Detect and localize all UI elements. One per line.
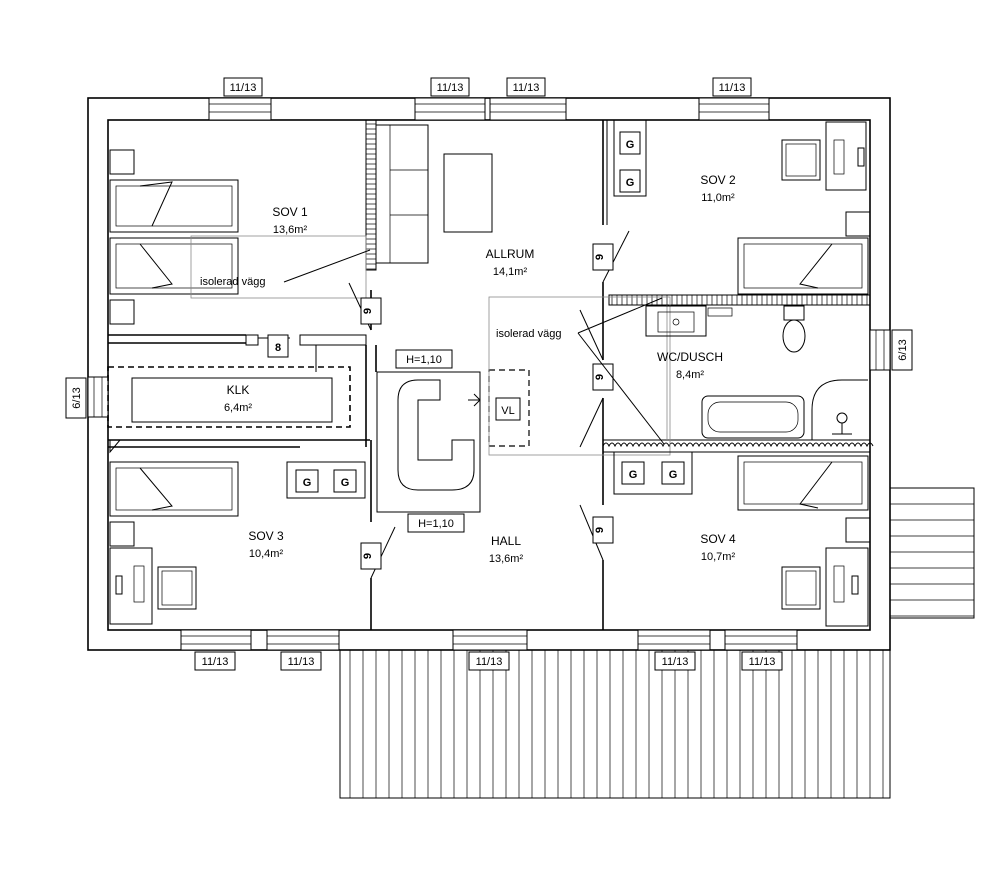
door-tag: 9 (592, 363, 614, 391)
room-area: 13,6m² (489, 553, 524, 565)
closet-tag: G (669, 469, 678, 481)
room-name: KLK (227, 383, 250, 397)
stair-height-bottom: H=1,10 (407, 513, 465, 533)
window-left: 6/13 (65, 376, 109, 419)
window-label: 11/13 (437, 82, 464, 94)
interior-walls (108, 119, 874, 630)
room-name: WC/DUSCH (657, 350, 723, 364)
closet-tag: G (341, 477, 350, 489)
closet-sov2: G G (613, 119, 647, 197)
insulated-wall-guide (190, 235, 367, 299)
toilet (782, 305, 806, 353)
bed-sov3 (109, 461, 239, 517)
room-area: 13,6m² (273, 224, 308, 236)
door-tag: 9 (360, 542, 382, 570)
svg-text:VL: VL (501, 405, 514, 417)
nightstand (109, 521, 135, 547)
svg-text:H=1,10: H=1,10 (418, 518, 454, 530)
window-label: 11/13 (662, 656, 689, 668)
window-bottom-1: 11/13 (180, 629, 252, 671)
closet-sov4: G G (613, 451, 693, 495)
entrance-steps (889, 487, 975, 619)
room-name: SOV 4 (700, 532, 736, 546)
bed-sov1-lower (109, 237, 239, 295)
room-name: HALL (491, 534, 521, 548)
wardrobe-tag: 8 (275, 342, 281, 354)
staircase (397, 379, 481, 491)
window-top-2: 11/13 (414, 77, 486, 121)
desk-sov4 (825, 547, 869, 627)
room-area: 6,4m² (224, 402, 252, 414)
room-area: 10,7m² (701, 551, 736, 563)
chair-sov2 (781, 139, 821, 181)
window-top-1: 11/13 (208, 77, 272, 121)
door-tag: 9 (360, 297, 382, 325)
nightstand (845, 211, 871, 237)
window-right: 6/13 (869, 329, 913, 371)
chair-sov3 (157, 566, 197, 610)
bed-sov2 (737, 237, 869, 295)
washbasin (645, 305, 733, 337)
nightstand (109, 149, 135, 175)
nightstand (109, 299, 135, 325)
deck (339, 649, 891, 799)
room-name: SOV 3 (248, 529, 284, 543)
svg-text:9: 9 (594, 527, 606, 533)
door-tag: 9 (592, 516, 614, 544)
bed-sov4 (737, 455, 869, 511)
door-tag: 9 (592, 243, 614, 271)
window-label: 11/13 (288, 656, 315, 668)
room-area: 11,0m² (701, 192, 735, 204)
coffee-table (443, 153, 493, 233)
room-area: 10,4m² (249, 548, 284, 560)
svg-text:9: 9 (362, 308, 374, 314)
window-label: 11/13 (230, 82, 257, 94)
klk-closet: 8 (107, 334, 351, 428)
window-label: 11/13 (202, 656, 229, 668)
closet-tag: G (629, 469, 638, 481)
room-name: SOV 1 (272, 205, 308, 219)
closet-tag: G (303, 477, 312, 489)
window-label: 11/13 (719, 82, 746, 94)
stair-height-top: H=1,10 (395, 349, 453, 369)
leader-lines (283, 249, 665, 445)
insulated-wall-label: isolerad vägg (200, 276, 265, 288)
closet-tag: G (626, 139, 635, 151)
window-label: 11/13 (476, 656, 503, 668)
bathtub (701, 395, 805, 439)
window-bottom-3: 11/13 (452, 629, 528, 671)
svg-text:9: 9 (362, 553, 374, 559)
window-bottom-2: 11/13 (266, 629, 340, 671)
insulated-wall-label: isolerad vägg (496, 328, 561, 340)
room-area: 14,1m² (493, 266, 528, 278)
room-area: 8,4m² (676, 369, 704, 381)
sofa (375, 124, 429, 264)
room-name: ALLRUM (486, 247, 535, 261)
window-label: 6/13 (897, 339, 909, 360)
window-bottom-4: 11/13 (637, 629, 711, 671)
desk-sov2 (825, 121, 867, 191)
window-bottom-5: 11/13 (724, 629, 798, 671)
window-top-4: 11/13 (698, 77, 770, 121)
ventilation-shaft: VL (488, 369, 530, 447)
svg-text:9: 9 (594, 374, 606, 380)
nightstand (845, 517, 871, 543)
shower (811, 379, 868, 440)
chair-sov4 (781, 566, 821, 610)
closet-tag: G (626, 177, 635, 189)
svg-text:9: 9 (594, 254, 606, 260)
window-label: 6/13 (71, 387, 83, 408)
corner-marker (109, 439, 121, 454)
bed-sov1-upper (109, 179, 239, 233)
window-label: 11/13 (749, 656, 776, 668)
window-top-3: 11/13 (489, 77, 567, 121)
svg-text:H=1,10: H=1,10 (406, 354, 442, 366)
window-label: 11/13 (513, 82, 540, 94)
room-name: SOV 2 (700, 173, 736, 187)
closet-sov3: G G (286, 461, 366, 499)
desk-sov3 (109, 547, 153, 625)
insulated-wall-guide (488, 296, 671, 456)
